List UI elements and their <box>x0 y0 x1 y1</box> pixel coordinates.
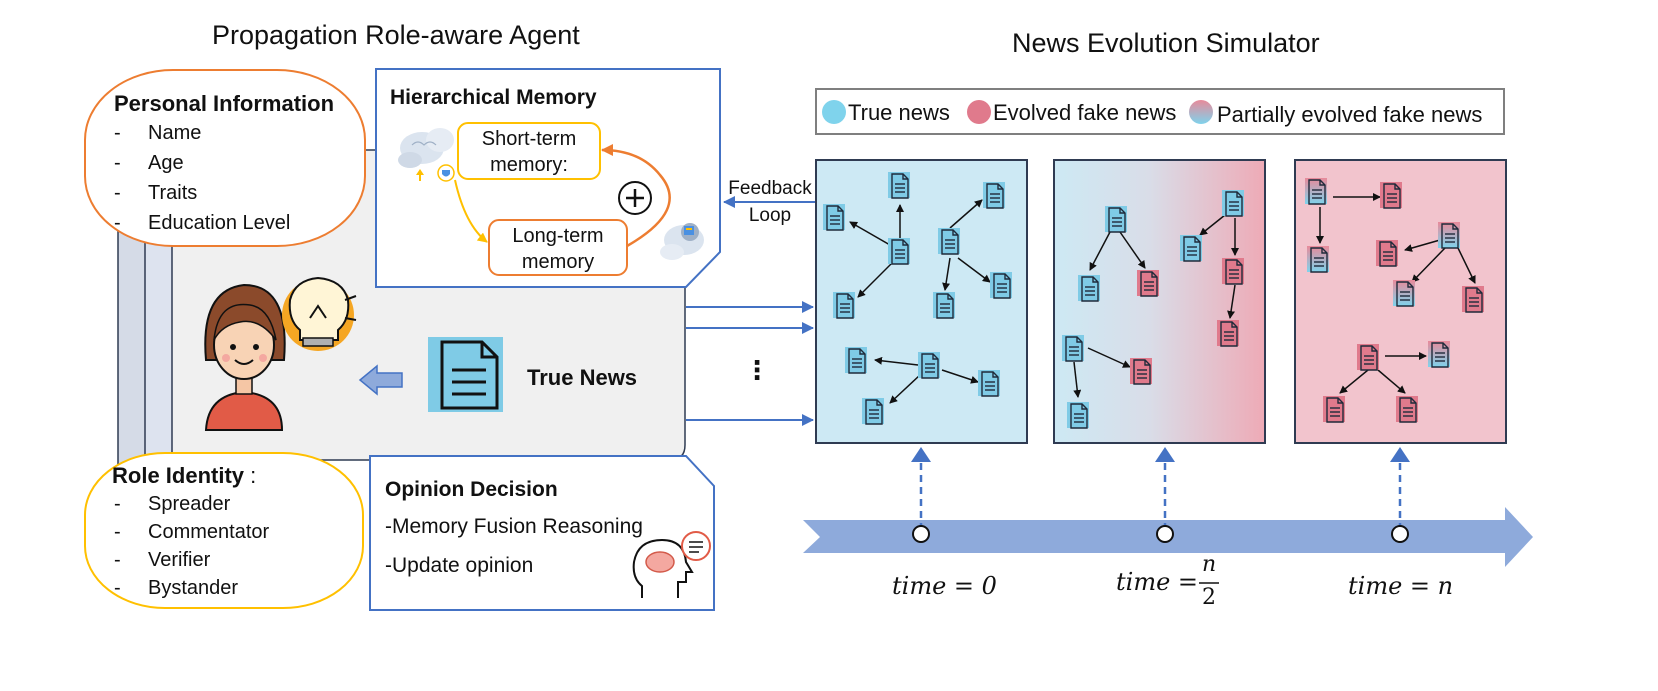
personal-info-item: Traits <box>114 178 290 208</box>
role-identity-item: Commentator <box>114 518 269 546</box>
girl-avatar-icon <box>204 283 286 431</box>
feedback-loop-label: Feedback Loop <box>725 175 815 229</box>
document-icon <box>1393 280 1415 307</box>
legend-box <box>815 88 1505 135</box>
document-icon <box>862 398 884 425</box>
opinion-heading: Opinion Decision <box>385 478 558 501</box>
ellipsis: ⋮ <box>744 355 770 385</box>
role-identity-colon: : <box>244 463 257 488</box>
role-identity-heading: Role Identity <box>112 463 245 488</box>
long-term-line-1: Long-term <box>512 225 604 247</box>
document-icon <box>1062 335 1084 362</box>
document-icon <box>990 272 1012 299</box>
document-icon <box>983 182 1005 209</box>
time-label-0: time = 0 <box>892 572 997 600</box>
panel-2-edges <box>1073 214 1239 398</box>
document-icon <box>1307 246 1329 273</box>
opinion-box <box>369 455 715 611</box>
document-icon <box>1396 396 1418 423</box>
short-term-label: Short-term memory: <box>458 126 600 178</box>
document-icon <box>1305 178 1327 205</box>
time-marker-0 <box>912 525 930 543</box>
feedback-line-1: Feedback <box>728 178 812 199</box>
long-term-pill <box>488 219 628 276</box>
lightbulb-icon <box>282 276 357 351</box>
simulator-title: News Evolution Simulator <box>1012 28 1320 58</box>
role-identity-item: Spreader <box>114 490 269 518</box>
legend-true-dot <box>822 100 846 124</box>
document-icon <box>1376 240 1398 267</box>
document-icon <box>1067 402 1089 429</box>
role-identity-list: Spreader Commentator Verifier Bystander <box>114 490 269 602</box>
legend-fake-label: Evolved fake news <box>993 100 1177 125</box>
legend-partial-label: Partially evolved fake news <box>1217 102 1483 127</box>
document-icon <box>1137 270 1159 297</box>
opinion-line-2: -Update opinion <box>385 554 534 577</box>
document-icon <box>978 370 1000 397</box>
feedback-line-2: Loop <box>748 205 792 226</box>
legend-partial-dot <box>1189 100 1213 124</box>
panel-1-edges <box>849 199 991 404</box>
time-dashed-lines <box>919 460 1402 530</box>
role-identity-header: Role Identity : <box>112 463 256 489</box>
document-icon <box>1380 182 1402 209</box>
time-label-n: time = n <box>1348 572 1454 600</box>
memory-heading: Hierarchical Memory <box>390 86 597 109</box>
document-icon <box>1222 258 1244 285</box>
consolidation-arrow <box>601 144 671 248</box>
document-icon <box>1222 190 1244 217</box>
document-icon <box>833 292 855 319</box>
short-term-line-2: memory: <box>490 154 568 176</box>
document-icon <box>933 292 955 319</box>
document-icon <box>1357 344 1379 371</box>
head-chat-icon <box>632 531 711 598</box>
role-identity-item: Bystander <box>114 574 269 602</box>
time-label-half-denominator: 2 <box>1202 585 1216 610</box>
personal-info-list: Name Age Traits Education Level <box>114 118 290 238</box>
time-marker-half <box>1156 525 1174 543</box>
document-icon <box>845 347 867 374</box>
document-icon <box>1217 320 1239 347</box>
document-icon <box>888 238 910 265</box>
time-label-half: time = <box>1116 568 1199 596</box>
personal-info-item: Education Level <box>114 208 290 238</box>
personal-info-item: Age <box>114 148 290 178</box>
document-icon <box>823 204 845 231</box>
legend-fake-dot <box>967 100 991 124</box>
opinion-line-1: -Memory Fusion Reasoning <box>385 515 643 538</box>
document-icon <box>1180 235 1202 262</box>
brain-cloud-icon <box>398 128 455 182</box>
personal-info-heading: Personal Information <box>114 91 335 116</box>
document-icon <box>1323 396 1345 423</box>
document-icon <box>888 172 910 199</box>
store-arrow <box>454 179 488 243</box>
panel-3-edges <box>1316 193 1476 394</box>
time-marker-n <box>1391 525 1409 543</box>
document-icon <box>938 228 960 255</box>
gear-cloud-icon <box>660 223 704 260</box>
legend-true-label: True news <box>848 100 950 125</box>
news-to-agent-arrow <box>358 364 403 396</box>
role-identity-item: Verifier <box>114 546 269 574</box>
document-icon <box>1428 341 1450 368</box>
true-news-label: True News <box>527 365 638 390</box>
long-term-label: Long-term memory <box>489 223 627 275</box>
short-term-line-1: Short-term <box>481 128 577 150</box>
true-news-document-icon <box>428 337 503 412</box>
personal-info-item: Name <box>114 118 290 148</box>
document-icon <box>1105 206 1127 233</box>
short-term-pill <box>457 122 601 180</box>
document-icon <box>1078 275 1100 302</box>
document-icon <box>1438 222 1460 249</box>
document-icon <box>1130 358 1152 385</box>
time-label-half-numerator: n <box>1202 552 1217 577</box>
document-icon <box>1462 286 1484 313</box>
agent-title: Propagation Role-aware Agent <box>212 20 580 50</box>
document-icon <box>918 352 940 379</box>
long-term-line-2: memory <box>521 251 595 273</box>
